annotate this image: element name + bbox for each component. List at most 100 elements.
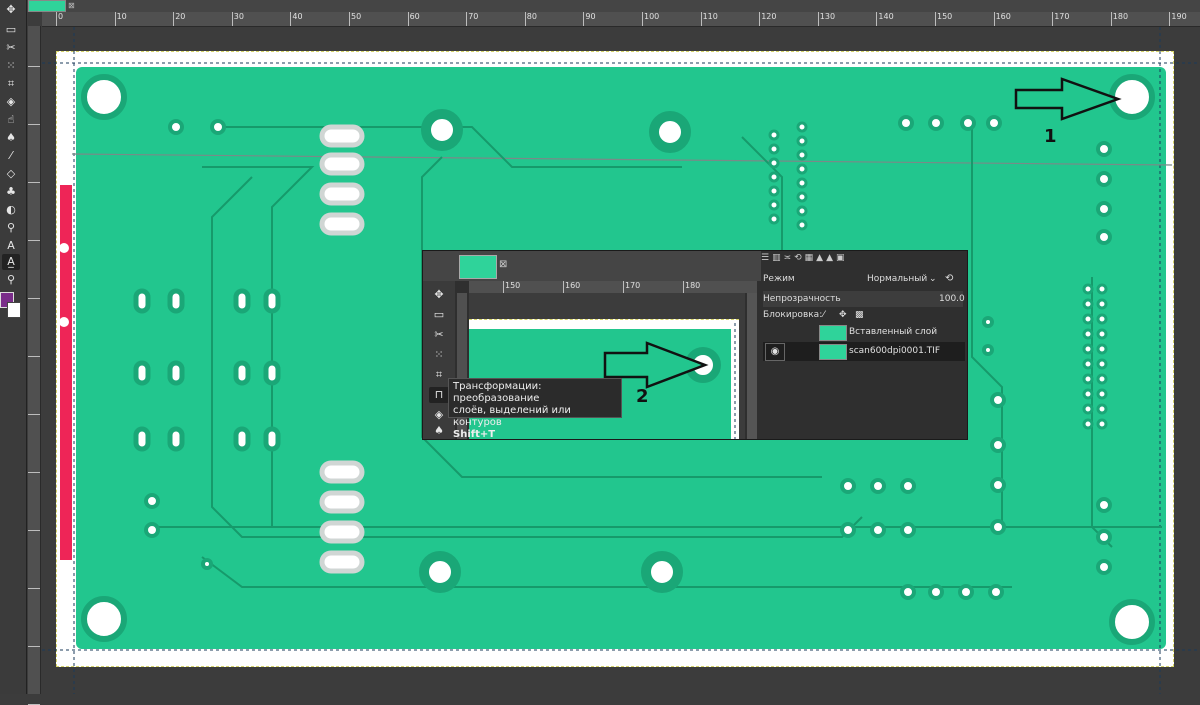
ruler-tick: 10: [114, 12, 127, 26]
fill-icon[interactable]: ♠: [6, 131, 16, 144]
ruler-tick: [28, 588, 40, 589]
ruler-tick: 170: [1052, 12, 1069, 26]
ruler-tick: 120: [759, 12, 776, 26]
ruler-tick: 100: [642, 12, 659, 26]
crop-icon[interactable]: ⌗: [7, 77, 15, 90]
image-tab-strip: ⊠: [0, 0, 1200, 12]
rect-select-icon[interactable]: ▭: [5, 23, 17, 36]
path-icon[interactable]: ⚲: [6, 221, 16, 234]
ruler-tick: 50: [349, 12, 361, 26]
embed-pcb-details: [603, 323, 736, 439]
ruler-tick: 40: [290, 12, 303, 26]
tooltip-line: слоёв, выделений или контуров: [453, 405, 571, 428]
ruler-tick: 80: [524, 12, 537, 26]
ruler-tick: 140: [876, 12, 894, 26]
embed-image-tab[interactable]: [459, 255, 497, 279]
ruler-tick: 160: [563, 281, 580, 293]
fuzzy-select-icon[interactable]: ⁙: [6, 59, 16, 72]
lock-alpha-icon[interactable]: ▩: [855, 310, 864, 320]
horizontal-ruler[interactable]: 0 10 20 30 40 50 60 70 80 90 100 110 120 130 140 150 160…: [42, 12, 1200, 27]
arrow-1: [1014, 77, 1122, 121]
layer-thumbnail: [819, 325, 847, 341]
bucket-icon[interactable]: ◈: [434, 408, 444, 421]
lock-pixels-icon[interactable]: ⁄: [823, 310, 825, 320]
rect-select-icon[interactable]: ▭: [433, 308, 445, 321]
ruler-tick: 20: [173, 12, 185, 26]
ruler-tick: 130: [817, 12, 835, 26]
mode-select[interactable]: Нормальный: [867, 274, 928, 284]
opacity-slider[interactable]: Непрозрачность 100.0: [763, 291, 965, 307]
ruler-tick: 180: [683, 281, 700, 293]
ruler-tick: [28, 414, 40, 415]
mounting-holes: [81, 74, 1155, 645]
crop-icon[interactable]: ⌗: [435, 368, 443, 381]
annotation-label-2: 2: [636, 386, 649, 407]
ruler-tick: [28, 298, 40, 299]
ruler-tick: 180: [1110, 12, 1128, 26]
opacity-value: 100.0: [939, 294, 965, 304]
text-icon[interactable]: A: [7, 239, 15, 252]
ruler-tick: 190: [1169, 12, 1187, 26]
dock-tab-icons[interactable]: ☰▥≍⟲▦▲▲▣: [761, 253, 848, 263]
ruler-tick: 30: [231, 12, 244, 26]
embed-vertical-scrollbar[interactable]: [747, 293, 757, 439]
transform-icon[interactable]: ⊓: [429, 387, 449, 403]
layer-name: Вставленный слой: [849, 327, 938, 337]
reset-icon[interactable]: ⟲: [945, 273, 954, 284]
clone-icon[interactable]: ♣: [6, 185, 16, 198]
layer-row[interactable]: Вставленный слой: [763, 323, 965, 342]
pcb-traces: [42, 27, 1200, 694]
ruler-tick: [28, 124, 40, 125]
close-icon[interactable]: ⊠: [499, 259, 508, 270]
image-tab-thumbnail[interactable]: [28, 0, 66, 12]
ruler-tick: 90: [583, 12, 596, 26]
ruler-tick: 60: [407, 12, 420, 26]
ruler-tick: 160: [993, 12, 1011, 26]
tooltip-shortcut: Shift+T: [453, 429, 496, 440]
embed-horizontal-ruler[interactable]: 150 160 170 180: [469, 281, 757, 293]
scissors-icon[interactable]: ✂: [6, 41, 16, 54]
opacity-label: Непрозрачность: [763, 294, 841, 304]
ruler-tick: 110: [700, 12, 718, 26]
lock-position-icon[interactable]: ✥: [839, 310, 847, 320]
scissors-icon[interactable]: ✂: [434, 328, 444, 341]
chevron-down-icon[interactable]: ⌄: [929, 274, 937, 284]
layer-row[interactable]: ◉ scan600dpi0001.TIF: [763, 342, 965, 361]
background-color-swatch[interactable]: [7, 302, 21, 318]
fuzzy-select-icon[interactable]: ⁙: [434, 348, 444, 361]
zoom-icon[interactable]: ⚲: [6, 273, 16, 286]
ruler-tick: 150: [503, 281, 520, 293]
ruler-tick: [28, 472, 40, 473]
paintbrush-icon[interactable]: ⁄: [10, 149, 12, 162]
eraser-icon[interactable]: ◇: [6, 167, 16, 180]
embed-tab-strip: ⊠: [423, 251, 763, 281]
arrow-2: [603, 341, 709, 389]
ruler-tick: [28, 182, 40, 183]
annotation-label-1: 1: [1044, 126, 1057, 147]
ruler-tick: [28, 240, 40, 241]
measure-line: [71, 153, 1173, 166]
ruler-tick: 150: [935, 12, 952, 26]
fill-icon[interactable]: ♠: [434, 424, 444, 437]
embed-vertical-ruler[interactable]: [457, 293, 467, 439]
red-edge-strip: [60, 185, 72, 560]
move-icon[interactable]: ✥: [6, 3, 16, 16]
bucket-icon[interactable]: ◈: [6, 95, 16, 108]
mode-label: Режим: [763, 274, 795, 284]
ruler-tick: 170: [623, 281, 640, 293]
move-icon[interactable]: ✥: [434, 288, 444, 301]
text-outline-icon[interactable]: A̲: [2, 254, 20, 270]
toolbox: ✥ ▭ ✂ ⁙ ⌗ ◈ ☝ ♠ ⁄ ◇ ♣ ◐ ⚲ A A̲ ⚲: [0, 0, 27, 694]
layers-panel: ☰▥≍⟲▦▲▲▣ Режим Нормальный ⌄ ⟲ Непрозрачн…: [761, 251, 967, 439]
ruler-tick: [28, 530, 40, 531]
vertical-ruler[interactable]: [28, 26, 41, 705]
eye-icon[interactable]: ◉: [765, 343, 785, 361]
tooltip: Трансформации: преобразование слоёв, выд…: [448, 378, 622, 440]
layer-thumbnail: [819, 344, 847, 360]
ruler-tick: 0: [56, 12, 63, 26]
smudge-icon[interactable]: ☝: [7, 113, 15, 126]
dodge-icon[interactable]: ◐: [6, 203, 16, 216]
lock-label: Блокировка:: [763, 310, 823, 320]
ruler-tick: 70: [466, 12, 478, 26]
close-icon[interactable]: ⊠: [68, 1, 75, 10]
